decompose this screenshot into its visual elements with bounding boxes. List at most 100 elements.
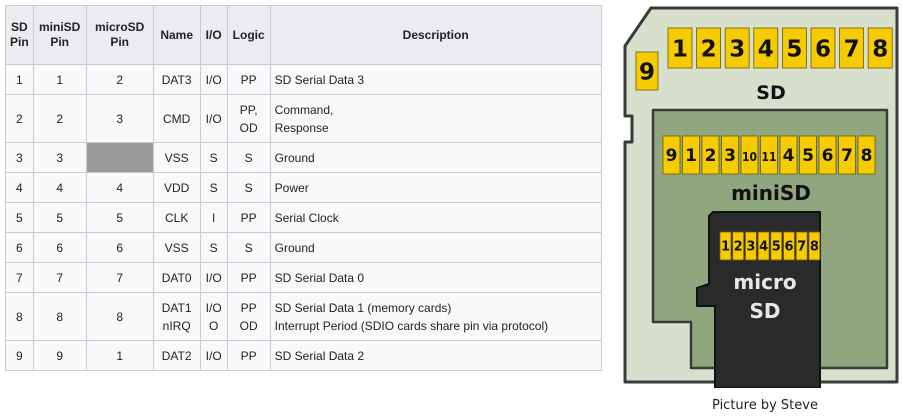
minisd-pin-contact (721, 135, 739, 175)
cell-name-line: nIRQ (162, 318, 191, 333)
minisd-pin: 11 (760, 135, 778, 175)
cell-sd-pin: 9 (5, 340, 34, 371)
minisd-pin-contact (799, 135, 817, 175)
cell-logic-line: PP (240, 72, 257, 87)
microsd-pin-contact (757, 231, 770, 261)
header-minisd-pin: miniSD Pin (32, 5, 87, 65)
sd-pin-contact (867, 27, 893, 69)
cell-sd-pin: 5 (5, 202, 34, 233)
cell-description: SD Serial Data 0 (269, 262, 602, 293)
cell-logic: S (226, 142, 271, 173)
cell-sd-pin: 6 (5, 232, 34, 263)
cell-io-line: I/O (205, 270, 222, 285)
minisd-pin: 6 (818, 135, 837, 175)
cell-description-line: Command, (274, 102, 334, 117)
cell-name-line: DAT1 (161, 300, 192, 315)
minisd-pin-contact (740, 135, 759, 175)
minisd-pin: 9 (662, 135, 681, 175)
microsd-pin-number: 7 (797, 240, 806, 255)
pinout-table: SD Pin miniSD Pin microSD Pin Name I/O L… (5, 5, 602, 371)
header-text: SD (11, 20, 28, 34)
cell-minisd-pin: 9 (32, 340, 87, 371)
cell-logic-line: PP (240, 300, 257, 315)
minisd-pin-contact (701, 135, 720, 175)
cell-name-line: CLK (165, 210, 189, 225)
cell-name-line: DAT0 (161, 270, 192, 285)
cell-name: DAT2 (152, 340, 201, 371)
microsd-pin-contact (732, 231, 745, 261)
minisd-pin-number: 3 (724, 146, 736, 166)
cell-minisd-pin: 3 (32, 142, 87, 173)
microsd-pin-contact (808, 231, 821, 261)
cell-io-line: I/O (205, 300, 222, 315)
cell-name: DAT1 nIRQ (152, 292, 201, 341)
sd-pin: 4 (753, 27, 779, 69)
cell-sd-pin: 1 (5, 64, 34, 95)
cell-microsd-pin: 4 (85, 172, 154, 203)
cell-io: I/O (199, 64, 228, 95)
cell-sd-pin: 4 (5, 172, 34, 203)
header-row: SD Pin miniSD Pin microSD Pin Name I/O L… (5, 5, 602, 65)
microsd-pin: 3 (745, 231, 757, 261)
cell-description-line: SD Serial Data 0 (274, 270, 365, 285)
microsd-pin-number: 8 (810, 240, 819, 255)
cell-microsd-pin: 3 (85, 94, 154, 143)
sd-pin-number: 3 (729, 36, 745, 62)
cell-logic: PP (226, 340, 271, 371)
cell-microsd-pin: 1 (85, 340, 154, 371)
cell-description-line: Interrupt Period (SDIO cards share pin v… (274, 318, 549, 333)
sd-pin-number: 9 (639, 59, 655, 85)
microsd-pin-number: 6 (784, 240, 793, 255)
cell-microsd-pin: 2 (85, 64, 154, 95)
minisd-pin-contact (682, 135, 700, 175)
minisd-pin-contact (779, 135, 798, 175)
sd-pin: 6 (810, 27, 836, 69)
microsd-card-label-sd: SD (749, 299, 780, 323)
cell-logic-line: PP, (239, 102, 258, 117)
cell-io: S (199, 232, 228, 263)
microsd-pin: 8 (808, 231, 821, 261)
microsd-pin-contact (719, 231, 732, 261)
cell-description: SD Serial Data 2 (269, 340, 602, 371)
minisd-pin: 7 (838, 135, 856, 175)
minisd-pin: 5 (799, 135, 817, 175)
minisd-pin-contact (857, 135, 876, 175)
sd-pin-contact (635, 51, 659, 91)
sd-pin-number: 7 (844, 36, 860, 62)
minisd-pin-number: 8 (861, 146, 873, 166)
sd-pin: 1 (667, 27, 693, 69)
cell-description-line: SD Serial Data 1 (memory cards) (274, 300, 452, 315)
cell-name: CMD (152, 94, 201, 143)
header-name: Name (152, 5, 201, 65)
microsd-pin: 7 (795, 231, 808, 261)
cell-description-line: Response (274, 120, 329, 135)
cell-logic-line: OD (239, 318, 258, 333)
cell-name-line: VDD (164, 180, 190, 195)
cell-minisd-pin: 7 (32, 262, 87, 293)
cell-description-line: Power (274, 180, 309, 195)
sd-pin-number: 6 (815, 36, 831, 62)
minisd-pin: 4 (779, 135, 798, 175)
cell-description-line: Ground (274, 150, 315, 165)
cell-io-line: I/O (205, 111, 222, 126)
cell-logic: PP,OD (226, 94, 271, 143)
cell-io: I/O (199, 262, 228, 293)
cell-sd-pin: 3 (5, 142, 34, 173)
cell-io: I/O (199, 94, 228, 143)
header-description: Description (269, 5, 602, 65)
microsd-pin-contact (795, 231, 808, 261)
microsd-pin-number: 5 (772, 240, 781, 255)
minisd-pin-number: 1 (685, 146, 697, 166)
minisd-pin-number: 11 (762, 150, 777, 164)
cell-microsd-pin: 6 (85, 232, 154, 263)
sd-pin-contact (753, 27, 779, 69)
minisd-pin: 3 (721, 135, 739, 175)
cell-description: Ground (269, 232, 602, 263)
sd-pin-contact (781, 27, 807, 69)
cell-description: SD Serial Data 1 (memory cards) Interrupt… (269, 292, 602, 341)
sd-pin-number: 2 (701, 36, 717, 62)
